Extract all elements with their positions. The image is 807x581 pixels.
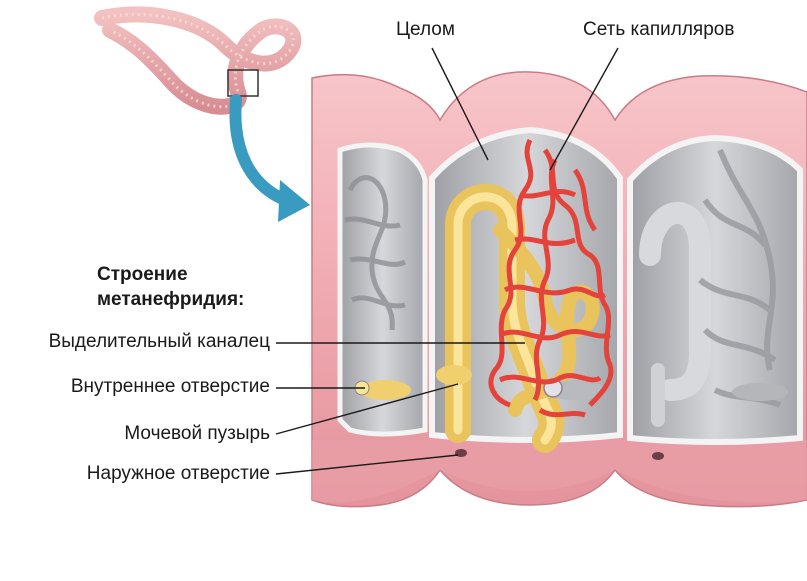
label-urinary-bladder: Мочевой пузырь (124, 423, 270, 444)
label-outer-opening: Наружное отверстие (86, 463, 270, 484)
heading-line-2: метанефридия: (97, 289, 245, 310)
outer-openings (455, 449, 664, 460)
capillary-network (488, 138, 614, 418)
leader-coelom (431, 47, 489, 161)
worm-segment-highlight-box (227, 69, 259, 97)
leader-capillaries (549, 47, 619, 171)
label-excretory-canal: Выделительный каналец (48, 331, 270, 352)
earthworm-illustration (94, 6, 302, 115)
left-segment-cavity (337, 142, 428, 437)
label-inner-opening: Внутреннее отверстие (70, 376, 270, 397)
urinary-bladder-shape (436, 365, 472, 385)
leader-lines (275, 47, 619, 475)
leader-bladder (275, 383, 459, 435)
structure-heading: Строение метанефридия: (97, 262, 244, 312)
heading-line-1: Строение (97, 264, 188, 285)
label-capillary-network: Сеть капилляров (583, 19, 735, 40)
right-segment-cavity (627, 134, 803, 445)
zoom-arrow (229, 94, 310, 222)
leader-outer-opening (275, 454, 459, 475)
label-coelom: Целом (396, 19, 455, 40)
